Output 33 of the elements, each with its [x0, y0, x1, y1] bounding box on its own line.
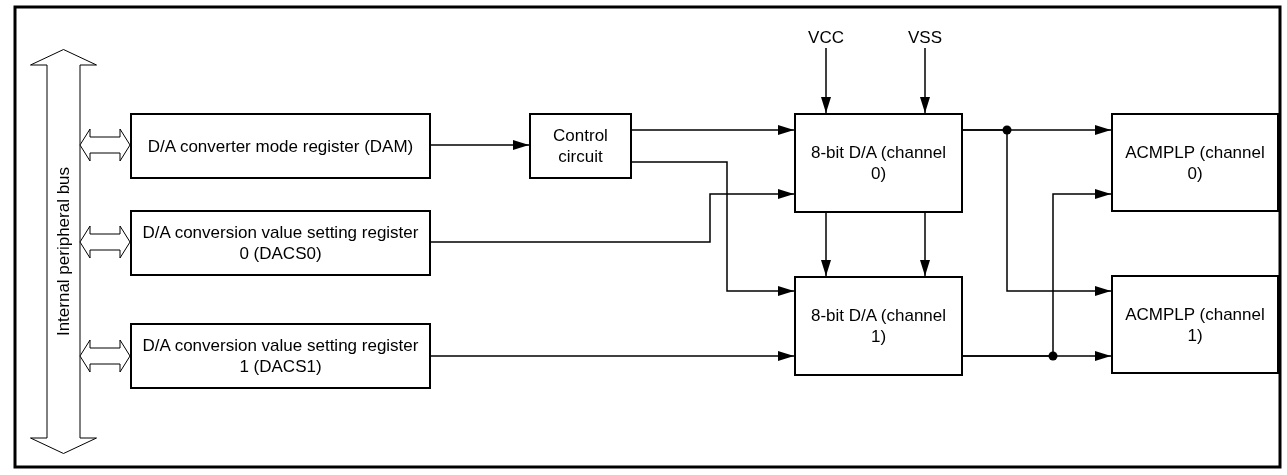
signal-label: VSS: [908, 26, 942, 48]
signal-arrow: [920, 212, 930, 277]
block-box: [130, 113, 431, 179]
block-box: [130, 323, 431, 389]
block-label: 8-bit D/A (channel 0): [809, 142, 948, 184]
signal-arrow: [430, 189, 795, 243]
block-label: D/A converter mode register (DAM): [146, 135, 415, 157]
signal-arrow: [920, 47, 930, 114]
block-box: [1111, 113, 1279, 212]
signal-label: VCC: [808, 26, 844, 48]
signal-arrow: [962, 129, 1112, 296]
signal-arrow: [430, 140, 530, 150]
bus-access-arrow: [79, 225, 131, 259]
block-box: [1111, 275, 1279, 374]
block-box: [794, 113, 963, 213]
bus-label: Internal peripheral bus: [53, 166, 74, 337]
signal-arrow: [631, 161, 795, 296]
block-box: [130, 210, 431, 276]
block-label: ACMPLP (channel 0): [1124, 141, 1266, 184]
block-box: [529, 113, 632, 179]
block-label: D/A conversion value setting register 0 (DACS0): [141, 222, 420, 264]
signal-arrow: [821, 47, 831, 114]
block-box: [794, 276, 963, 376]
block-label: ACMPLP (channel 1): [1124, 303, 1266, 346]
signal-arrow: [962, 189, 1112, 357]
signal-arrow: [821, 212, 831, 277]
block-label: Control circuit: [552, 125, 609, 167]
block-label: 8-bit D/A (channel 1): [809, 305, 948, 347]
signal-arrow: [430, 351, 795, 361]
bus-access-arrow: [79, 128, 131, 162]
block-label: D/A conversion value setting register 1 (DACS1): [141, 335, 420, 377]
signal-arrow: [631, 125, 795, 135]
bus-access-arrow: [79, 339, 131, 373]
